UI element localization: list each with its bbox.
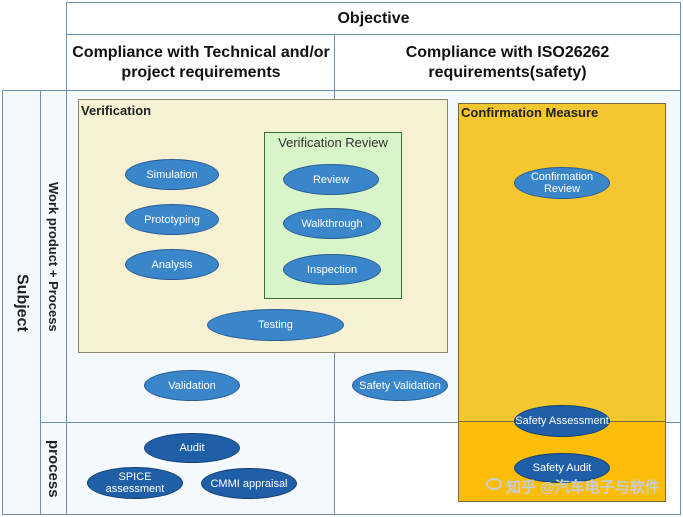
inspection-oval: Inspection: [283, 254, 381, 285]
column-header-technical-label: Compliance with Technical and/or project…: [72, 43, 330, 81]
prototyping-oval: Prototyping: [125, 204, 219, 235]
verification-review-title: Verification Review: [278, 135, 388, 150]
column-header-technical: [66, 34, 335, 91]
objective-header: Objective: [337, 9, 410, 27]
safety-validation-oval: Safety Validation: [352, 370, 448, 401]
objective-header-cell: [66, 2, 681, 35]
confirmation-measure-box: [458, 103, 666, 422]
column-header-iso26262-label: Compliance with ISO26262 requirements(sa…: [405, 43, 610, 81]
audit-oval: Audit: [144, 433, 240, 463]
watermark-logo-icon: [486, 478, 502, 490]
safety-assessment-oval: Safety Assessment: [514, 405, 610, 437]
subject-label: Subject: [13, 273, 31, 332]
row-label-process: process: [45, 439, 62, 498]
walkthrough-oval: Walkthrough: [283, 208, 381, 239]
row-header-work-product: [40, 90, 67, 423]
spice-assessment-oval: SPICE assessment: [87, 467, 183, 499]
cmmi-appraisal-oval: CMMI appraisal: [201, 468, 297, 499]
review-oval: Review: [283, 164, 379, 195]
analysis-oval: Analysis: [125, 249, 219, 280]
testing-oval: Testing: [207, 309, 344, 341]
cell-technical-process: [66, 422, 335, 515]
watermark-text: 知乎 @汽车电子与软件: [506, 479, 660, 496]
safety-audit-oval: Safety Audit: [514, 453, 610, 483]
verification-title: Verification: [81, 103, 152, 118]
validation-oval: Validation: [144, 370, 240, 401]
confirmation-measure-title: Confirmation Measure: [461, 105, 599, 120]
row-label-work-product-process: Work product + Process: [46, 181, 61, 332]
simulation-oval: Simulation: [125, 159, 219, 190]
confirmation-review-oval: Confirmation Review: [514, 167, 610, 199]
